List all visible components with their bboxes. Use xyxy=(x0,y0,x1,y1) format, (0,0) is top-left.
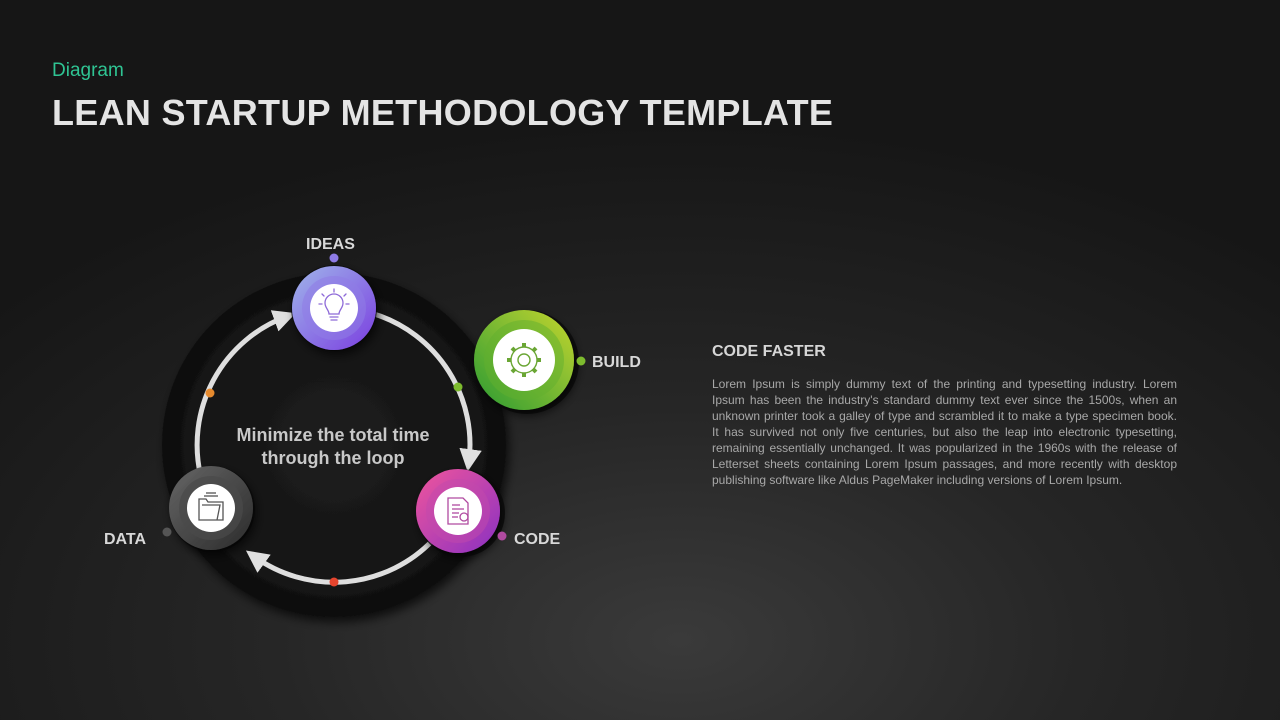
document-icon xyxy=(447,497,469,525)
arrow-data-to-ideas xyxy=(194,310,296,479)
node-label-build: BUILD xyxy=(592,354,641,371)
node-dot-data xyxy=(162,527,172,537)
category-label: Diagram xyxy=(52,60,124,81)
loop-arrows xyxy=(194,310,482,585)
connector-dot-build xyxy=(453,382,463,392)
connector-dot-ideas xyxy=(205,388,215,398)
folder-icon xyxy=(198,492,224,521)
loop-center-text: Minimize the total time through the loop xyxy=(213,424,453,470)
arrow-code-to-data xyxy=(245,537,436,585)
node-data[interactable] xyxy=(169,466,255,552)
node-label-ideas: IDEAS xyxy=(306,236,355,253)
gear-icon xyxy=(507,343,541,377)
node-dot-ideas xyxy=(329,253,339,263)
node-label-code: CODE xyxy=(514,531,561,548)
node-dot-build xyxy=(576,356,586,366)
node-dot-code xyxy=(497,531,507,541)
lightbulb-icon xyxy=(318,288,350,321)
node-build[interactable] xyxy=(474,310,579,414)
panel-body: Lorem Ipsum is simply dummy text of the … xyxy=(712,377,1177,487)
page-title: LEAN STARTUP METHODOLOGY TEMPLATE xyxy=(52,92,834,133)
node-code[interactable] xyxy=(416,469,505,557)
arrow-ideas-to-code xyxy=(372,311,482,472)
center-text-line1: Minimize the total time xyxy=(236,425,430,445)
connector-dot-data xyxy=(329,577,339,587)
center-text-line2: through the loop xyxy=(261,448,405,468)
node-label-data: DATA xyxy=(104,531,147,548)
panel-title: CODE FASTER xyxy=(712,343,826,360)
node-ideas[interactable] xyxy=(291,265,377,351)
